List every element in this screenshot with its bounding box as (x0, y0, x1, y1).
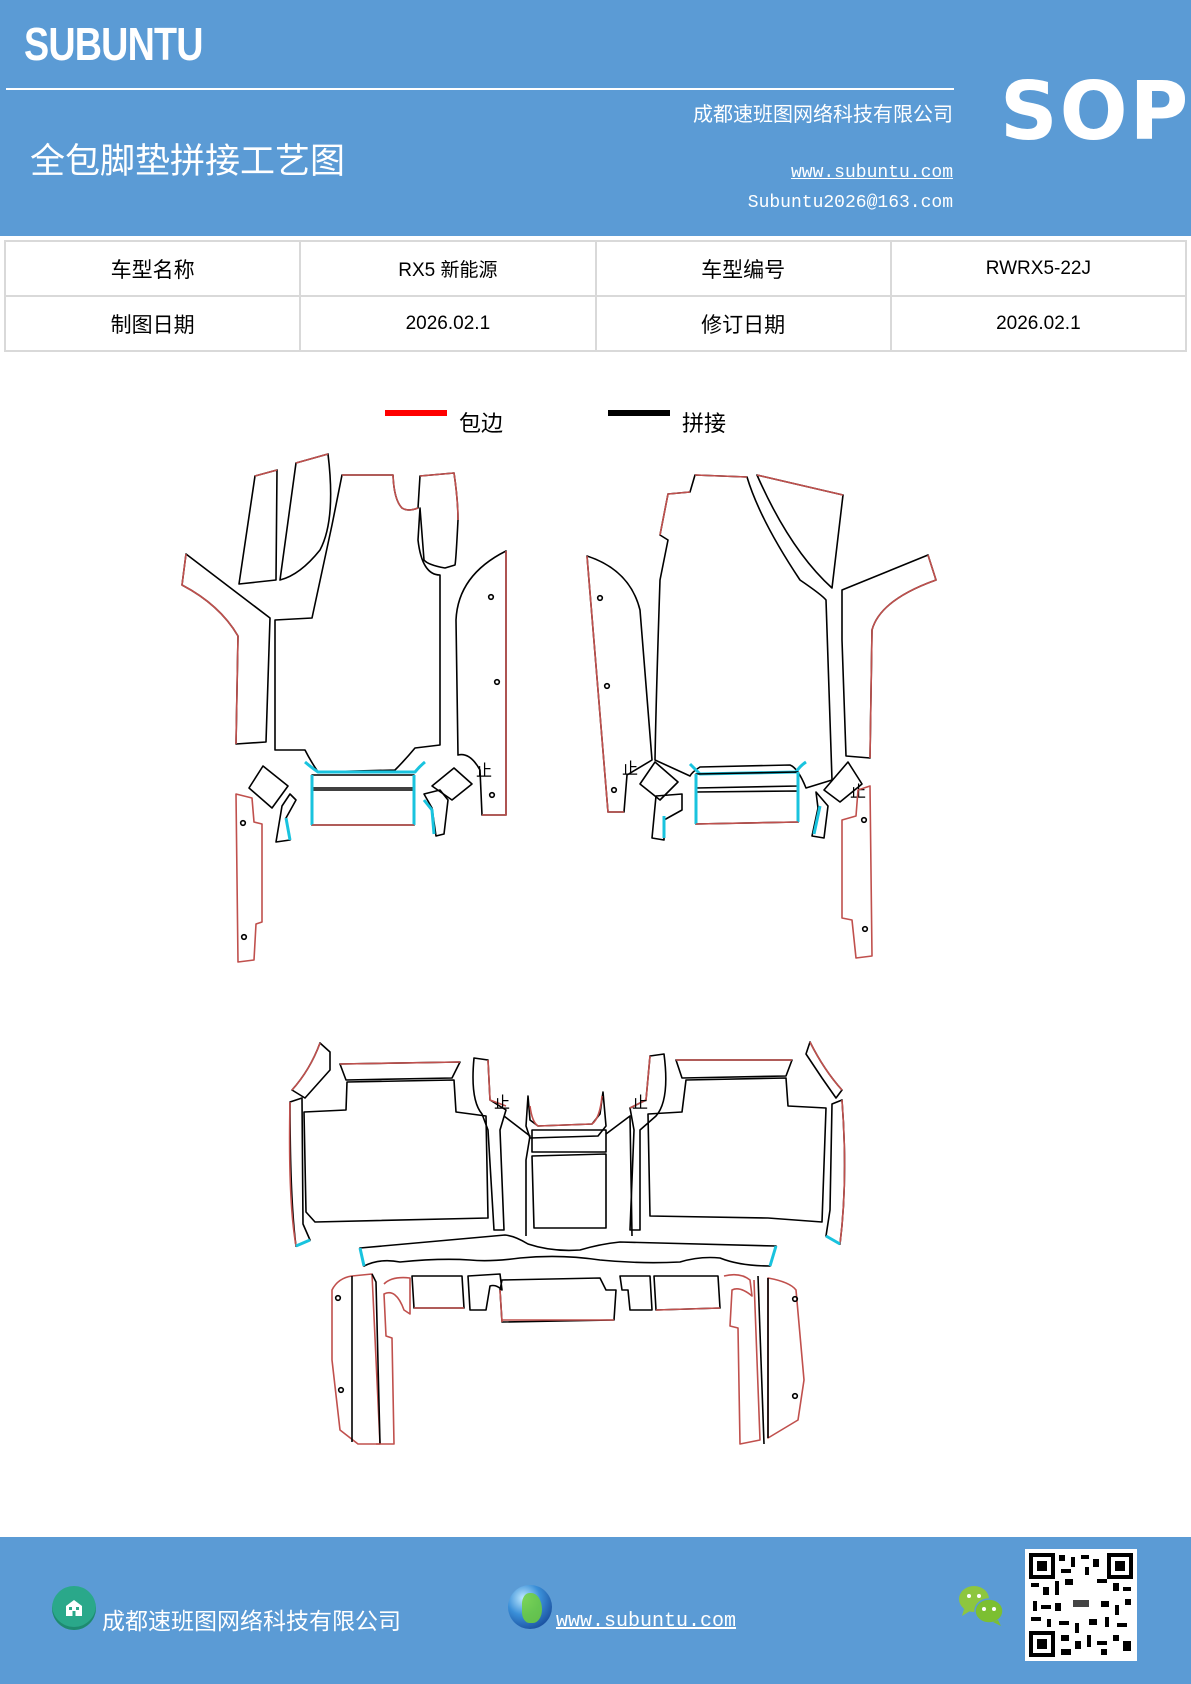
globe-icon (508, 1585, 552, 1629)
model-code-label: 车型编号 (594, 240, 892, 297)
header-divider (6, 88, 954, 90)
email-address[interactable]: Subuntu2026@163.com (747, 193, 953, 213)
qr-code[interactable] (1025, 1549, 1137, 1661)
sop-badge: SOP (1000, 65, 1191, 158)
svg-text:止: 止 (632, 1093, 648, 1112)
legend-item-binding: 包边 (385, 388, 503, 438)
legend: 包边 拼接 (0, 388, 1191, 437)
revision-date-label: 修订日期 (594, 295, 892, 352)
wechat-icon (959, 1586, 1004, 1626)
brand-logo: SUBUNTU (24, 18, 203, 70)
building-icon (52, 1586, 96, 1630)
svg-text:止: 止 (476, 761, 492, 780)
model-name-label: 车型名称 (3, 240, 302, 297)
page-title: 全包脚垫拼接工艺图 (30, 142, 346, 182)
footer-website-link[interactable]: www.subuntu.com (556, 1610, 737, 1633)
legend-item-stitch: 拼接 (608, 388, 726, 438)
svg-text:止: 止 (622, 759, 638, 778)
rear-row-group: 止 止 (288, 1041, 846, 1445)
legend-label: 拼接 (682, 412, 727, 437)
table-row: 制图日期 2026.02.1 修订日期 2026.02.1 (3, 295, 1188, 352)
draw-date-value: 2026.02.1 (299, 295, 597, 352)
footer-company-name: 成都速班图网络科技有限公司 (102, 1609, 401, 1635)
revision-date-value: 2026.02.1 (889, 295, 1188, 352)
model-code-value: RWRX5-22J (889, 240, 1188, 297)
front-right-group: 止 止 (586, 474, 937, 959)
model-name-value: RX5 新能源 (299, 240, 597, 297)
mat-pattern-drawing: 止 止 (181, 453, 937, 1445)
company-name: 成都速班图网络科技有限公司 (693, 102, 953, 126)
front-left-group: 止 (181, 453, 507, 963)
red-line-swatch (385, 410, 447, 416)
draw-date-label: 制图日期 (3, 295, 302, 352)
website-link[interactable]: www.subuntu.com (790, 163, 953, 183)
footer: 成都速班图网络科技有限公司 www.subuntu.com (0, 1537, 1191, 1684)
table-row: 车型名称 RX5 新能源 车型编号 RWRX5-22J (3, 240, 1188, 297)
vehicle-info-table: 车型名称 RX5 新能源 车型编号 RWRX5-22J 制图日期 2026.02… (3, 240, 1188, 352)
header-banner: SUBUNTU 全包脚垫拼接工艺图 成都速班图网络科技有限公司 www.subu… (0, 0, 1191, 236)
svg-text:止: 止 (494, 1093, 510, 1112)
legend-label: 包边 (459, 412, 504, 437)
black-line-swatch (608, 410, 670, 416)
